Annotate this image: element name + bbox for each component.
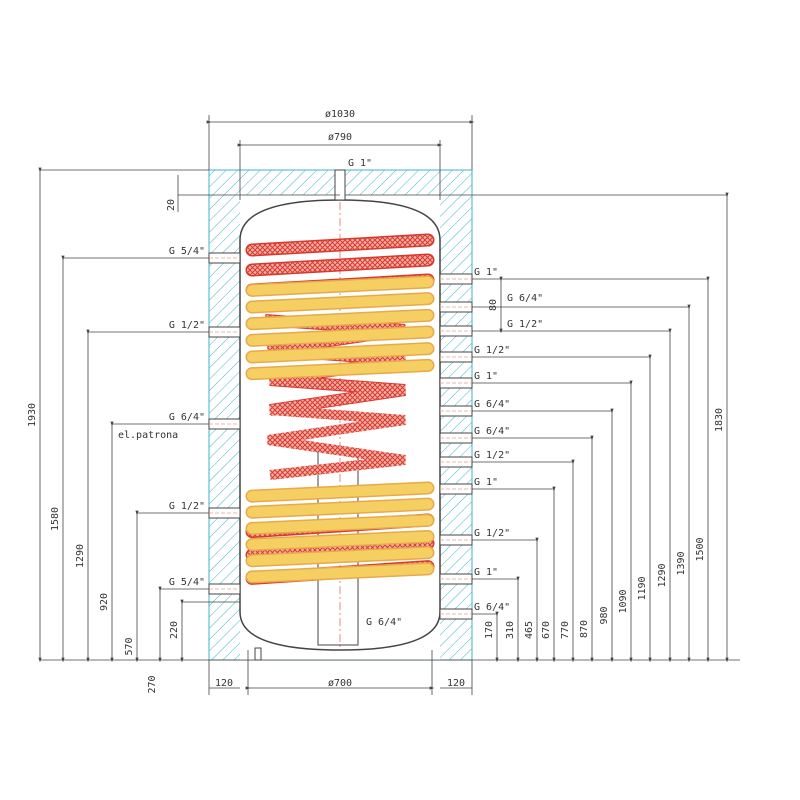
right-connection-label: G 1/2"	[507, 319, 543, 330]
top-offset-label: 20	[166, 199, 177, 211]
right-height-label: 870	[579, 620, 590, 638]
right-height-label: 670	[541, 621, 552, 639]
right-connection-label: G 1/2"	[474, 345, 510, 356]
right-connection-label: G 1/2"	[474, 528, 510, 539]
right-height-label: 980	[599, 606, 610, 624]
top-height-label: 1830	[714, 408, 725, 432]
right-height-label: 465	[524, 621, 535, 639]
right-height-label: 1390	[676, 551, 687, 575]
right-height-label: 770	[560, 621, 571, 639]
left-height-label: 920	[99, 593, 110, 611]
top-pipe	[334, 169, 346, 201]
lower-yellow-coil	[247, 483, 433, 582]
left-height-label: 1290	[75, 544, 86, 568]
heat-exchanger-coils	[245, 233, 435, 585]
upper-yellow-coil	[247, 277, 433, 379]
left-connection-label: G 1/2"	[169, 320, 205, 331]
left-connection-label: G 6/4"	[169, 412, 205, 423]
left-connection-label: G 5/4"	[169, 246, 205, 257]
right-connection-label: G 1"	[474, 371, 498, 382]
inner-diameter-label: ø790	[328, 132, 352, 143]
base-diameter-label: ø700	[328, 678, 352, 689]
right-height-label: 1290	[657, 563, 668, 587]
right-height-label: 310	[505, 621, 516, 639]
left-height-label: 270	[147, 675, 158, 693]
left-height-label: 570	[124, 637, 135, 655]
right-connection-label: G 1/2"	[474, 450, 510, 461]
top-connection-label: G 1"	[348, 158, 372, 169]
insulation-left-label: 120	[215, 678, 233, 689]
right-connection-label: G 1"	[474, 567, 498, 578]
outer-diameter-label: ø1030	[325, 109, 355, 120]
right-height-label: 170	[484, 621, 495, 639]
right-height-label: 1190	[637, 576, 648, 600]
total-height-label: 1930	[27, 403, 38, 427]
left-connection-label: G 5/4"	[169, 577, 205, 588]
right-connection-label: G 6/4"	[474, 426, 510, 437]
right-connection-label: G 1"	[474, 477, 498, 488]
insulation-right-label: 120	[447, 678, 465, 689]
bottom-outlet-label: 220	[169, 621, 180, 639]
right-connection-label: G 6/4"	[474, 602, 510, 613]
left-connection-label: G 1/2"	[169, 501, 205, 512]
heating-element-label: el.patrona	[118, 430, 178, 441]
right-height-label: 1500	[695, 537, 706, 561]
dimension-lines: ø1030 ø790 G 1" ø700 120 120 G 5/4" 1580 G 1/2" 1…	[27, 109, 740, 695]
left-height-label: 1580	[50, 507, 61, 531]
bottom-connection-label: G 6/4"	[366, 617, 402, 628]
right-connection-label: G 6/4"	[507, 293, 543, 304]
right-height-label: 1090	[618, 589, 629, 613]
right-connection-label: G 6/4"	[474, 399, 510, 410]
spacing-label: 80	[488, 299, 499, 311]
right-connection-label: G 1"	[474, 267, 498, 278]
